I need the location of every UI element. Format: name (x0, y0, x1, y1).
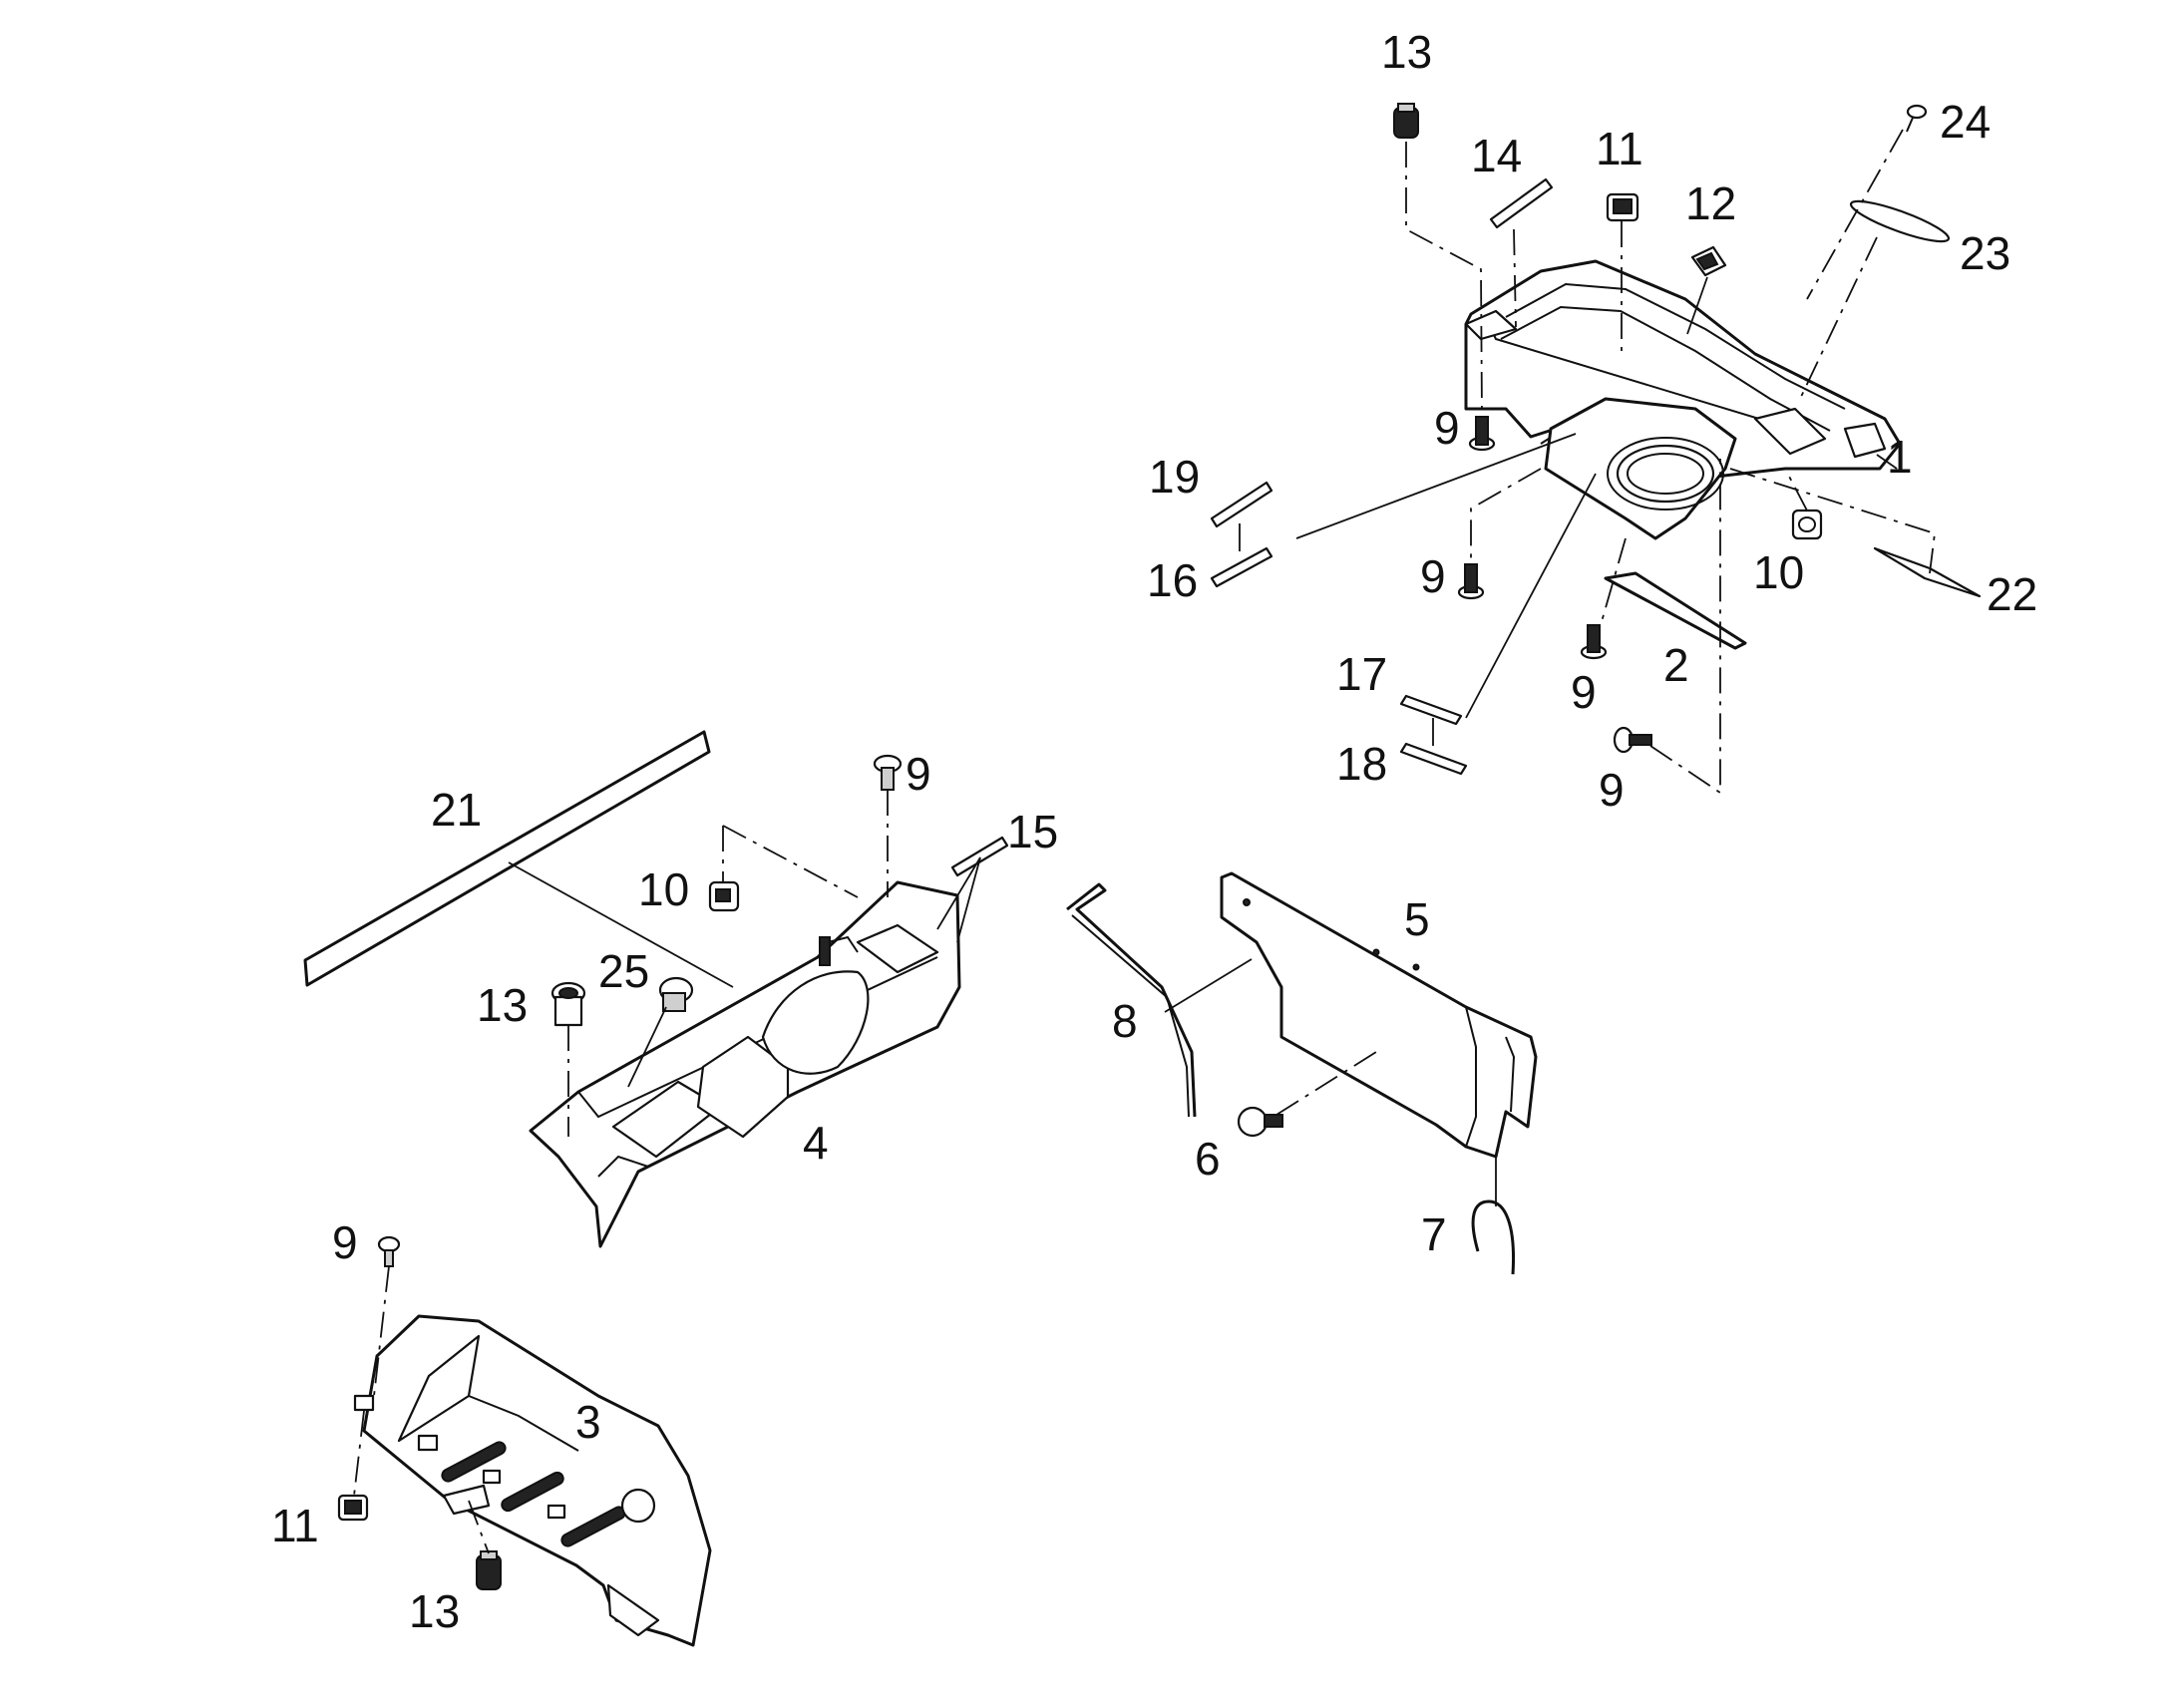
part-24-screw (1906, 104, 1928, 133)
callout-24: 24 (1940, 96, 1991, 148)
part-16-strip (1210, 546, 1273, 588)
callout-23: 23 (1960, 227, 2010, 279)
callout-9-c: 9 (1571, 666, 1597, 718)
callout-18: 18 (1336, 738, 1387, 790)
part-17-strip (1399, 694, 1463, 726)
part-18-strip (1399, 742, 1468, 776)
part-10-upper-nut (1791, 509, 1823, 540)
callout-19: 19 (1149, 451, 1200, 503)
part-9-screw-d (1613, 726, 1652, 754)
part-13-upper-plug (1393, 103, 1419, 139)
part-8-wire (1066, 882, 1197, 1118)
callout-21: 21 (431, 784, 482, 836)
part-1-speaker-plate (1544, 397, 1737, 540)
callout-4: 4 (803, 1117, 829, 1169)
callout-5: 5 (1404, 893, 1430, 945)
part-14-strip (1489, 177, 1554, 229)
part-25-plug (658, 976, 694, 1012)
callout-labels: 13 14 11 12 24 23 1 10 22 2 9 9 9 9 19 1… (271, 26, 2037, 1637)
callout-10-top: 10 (1753, 546, 1804, 598)
callout-11-lower: 11 (271, 1500, 319, 1551)
callout-13-left: 13 (477, 979, 528, 1031)
part-11-lower-clip (337, 1494, 369, 1522)
part-9-screw-c (1580, 624, 1608, 660)
part-12-clip (1690, 245, 1727, 277)
callout-9-f: 9 (332, 1216, 358, 1268)
part-9-screw-a (1468, 416, 1496, 452)
callout-13-top: 13 (1381, 26, 1432, 78)
part-22-pad (1873, 546, 1982, 598)
callout-10-left: 10 (638, 863, 689, 915)
callout-16: 16 (1147, 554, 1198, 606)
callout-8: 8 (1112, 995, 1138, 1047)
callout-7: 7 (1421, 1208, 1447, 1260)
callout-3: 3 (575, 1396, 601, 1448)
part-9-screw-b (1457, 563, 1485, 600)
right-panel-leaders (1164, 958, 1497, 1206)
callout-11-top: 11 (1596, 123, 1643, 174)
callout-2: 2 (1663, 639, 1689, 691)
upper-leaders (1239, 129, 1936, 795)
callout-22: 22 (1987, 568, 2037, 620)
part-13-lower-plug (476, 1550, 502, 1590)
callout-9-b: 9 (1420, 550, 1446, 602)
part-10-left-nut (708, 880, 740, 912)
callout-25: 25 (598, 945, 649, 997)
lower-panel-leaders (353, 1265, 490, 1554)
part-11-upper-clip (1606, 192, 1639, 222)
callout-15: 15 (1007, 806, 1058, 857)
callout-6: 6 (1195, 1133, 1221, 1185)
part-7-clip (1471, 1199, 1516, 1275)
part-3-lower-panel (353, 1314, 712, 1647)
part-9-screw-e (873, 754, 903, 791)
callout-14: 14 (1471, 130, 1522, 181)
part-21-trim-strip (303, 730, 711, 987)
part-15-strip (950, 836, 1009, 877)
callout-12: 12 (1685, 177, 1736, 229)
callout-13-lower: 13 (409, 1585, 460, 1637)
part-23-gasket (1849, 199, 1951, 243)
callout-1: 1 (1887, 431, 1913, 483)
left-panel-leaders (508, 790, 981, 1137)
part-4-dash-panel (529, 880, 961, 1248)
callout-9-d: 9 (1599, 764, 1625, 816)
callout-9-e: 9 (906, 748, 931, 800)
part-13-left-plug (550, 981, 586, 1027)
callout-9-a: 9 (1434, 402, 1460, 454)
part-9-screw-f (377, 1235, 401, 1267)
callout-17: 17 (1336, 648, 1387, 700)
part-2-wedge (1604, 571, 1747, 650)
part-19-strip (1210, 481, 1273, 528)
part-6-screw (1237, 1106, 1283, 1138)
